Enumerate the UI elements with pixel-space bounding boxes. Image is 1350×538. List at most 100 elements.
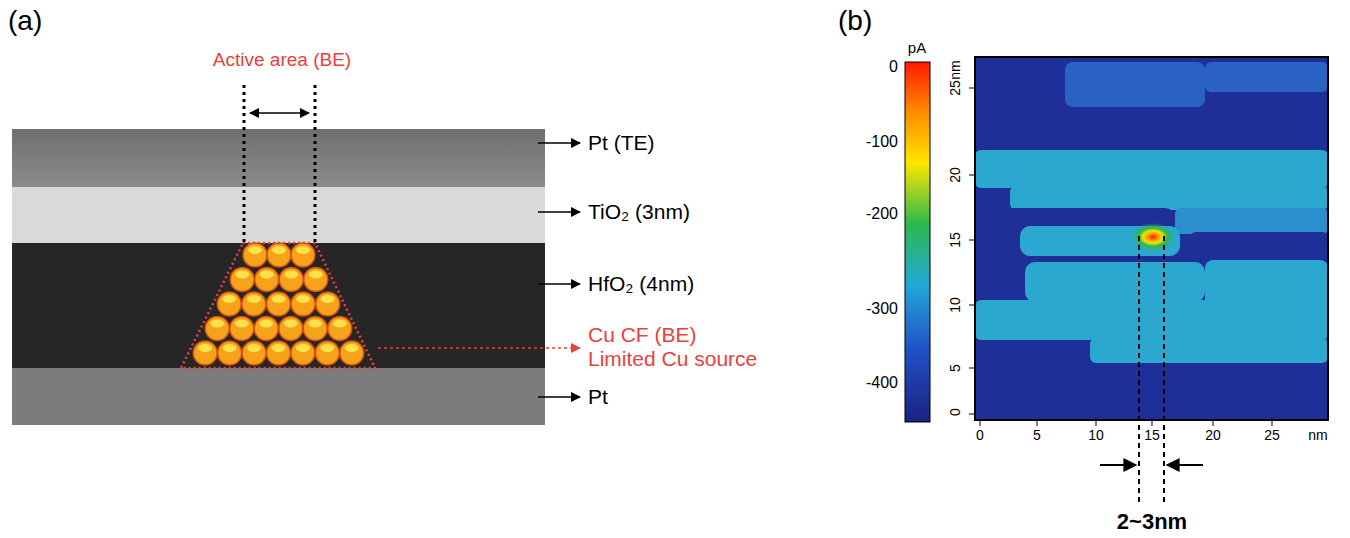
axis-tick: 5 [1033,428,1041,443]
cu-atom [304,268,328,292]
dim-arrow [1100,464,1136,466]
pt-top-layer [12,129,545,187]
filament-label: Cu CF (BE) [588,323,697,346]
cu-atom-highlight [235,271,249,279]
cu-atom-highlight [296,246,310,254]
axis-unit: nm [948,60,963,79]
cu-atom-highlight [248,246,262,254]
cu-atom [193,341,217,365]
current-spot [1131,223,1175,251]
colorbar-tick: -200 [866,205,898,223]
cu-atom-highlight [260,271,274,279]
panel-label: (a) [8,6,42,37]
dim-line [243,85,246,243]
tio2-layer [12,187,545,243]
colorbar-tick: -100 [866,133,898,151]
dim-line [314,85,317,243]
cu-atom-highlight [345,344,359,352]
cu-atom [328,317,352,341]
cu-atom-highlight [272,246,286,254]
cu-atom-highlight [296,344,310,352]
cu-atom [303,317,327,341]
filament-label: Limited Cu source [588,347,757,370]
cu-atom [230,268,254,292]
cu-atom-highlight [247,295,261,303]
cu-atom-highlight [284,320,298,328]
cu-atom [279,268,303,292]
pt-bottom-layer [12,368,545,425]
cu-atom-highlight [309,271,323,279]
cu-atom [316,292,340,316]
cu-atom-highlight [210,320,224,328]
dim-arrow [1167,464,1203,466]
dim-line [1138,236,1140,505]
leader-arrow [538,283,580,285]
cu-atom [279,317,303,341]
cu-atom [267,292,291,316]
map-patches [975,62,1328,363]
cu-atom [340,341,364,365]
axis-tick: 0 [948,408,963,416]
axis-tick: 25 [1264,428,1280,443]
colorbar-tick: -300 [866,300,898,318]
axis-unit: nm [1308,428,1327,443]
map-frame [975,57,1328,420]
filament-outline [181,243,375,368]
leader-arrow [378,347,580,349]
cu-atom-highlight [247,344,261,352]
cu-atom-highlight [320,344,334,352]
cu-atom-highlight [284,271,298,279]
layer-label: TiO₂ (3nm) [588,200,690,223]
layer-label: HfO₂ (4nm) [588,272,694,295]
colorbar-tick: -400 [866,374,898,392]
cu-atom-highlight [223,344,237,352]
axis-tick: 0 [976,428,984,443]
cu-atom [254,317,278,341]
axis-tick: 20 [1205,428,1221,443]
dim-line [1163,236,1165,505]
cu-atom [217,292,241,316]
cu-filament [193,243,364,365]
dimension-label: 2~3nm [1117,510,1187,534]
panel-label: (b) [838,6,872,37]
cu-atom [267,243,291,267]
cu-atom [205,317,229,341]
cu-atom-highlight [222,295,236,303]
cu-atom-highlight [333,320,347,328]
layer-label: Pt [588,385,608,408]
colorbar-tick: 0 [889,58,898,76]
cu-atom [291,292,315,316]
cu-atom [242,341,266,365]
axis-tick: 15 [948,232,963,248]
dim-arrow [250,112,309,114]
cu-atom-highlight [198,344,212,352]
cu-atom [267,341,291,365]
axis-tick: 20 [948,167,963,183]
cu-atom [255,268,279,292]
axis-tick: 10 [948,297,963,313]
cu-atom-highlight [321,295,335,303]
cu-atom-highlight [296,295,310,303]
leader-arrow [538,142,580,144]
cu-atom-highlight [272,344,286,352]
cu-atom [243,243,267,267]
hfo2-layer [12,243,545,368]
cu-atom-highlight [308,320,322,328]
cu-atom [218,341,242,365]
cu-atom-highlight [259,320,273,328]
axis-tick: 10 [1088,428,1104,443]
axis-tick: 15 [1144,428,1160,443]
cu-atom-highlight [235,320,249,328]
unit-label: pA [908,40,926,57]
cu-atom [242,292,266,316]
cu-atom [315,341,339,365]
cu-atom-highlight [272,295,286,303]
active-area-label: Active area (BE) [213,50,351,71]
leader-arrow [538,211,580,213]
axis-tick: 5 [948,364,963,372]
axis-ticks [969,88,1272,426]
current-map [975,57,1328,420]
layer-label: Pt (TE) [588,131,655,154]
